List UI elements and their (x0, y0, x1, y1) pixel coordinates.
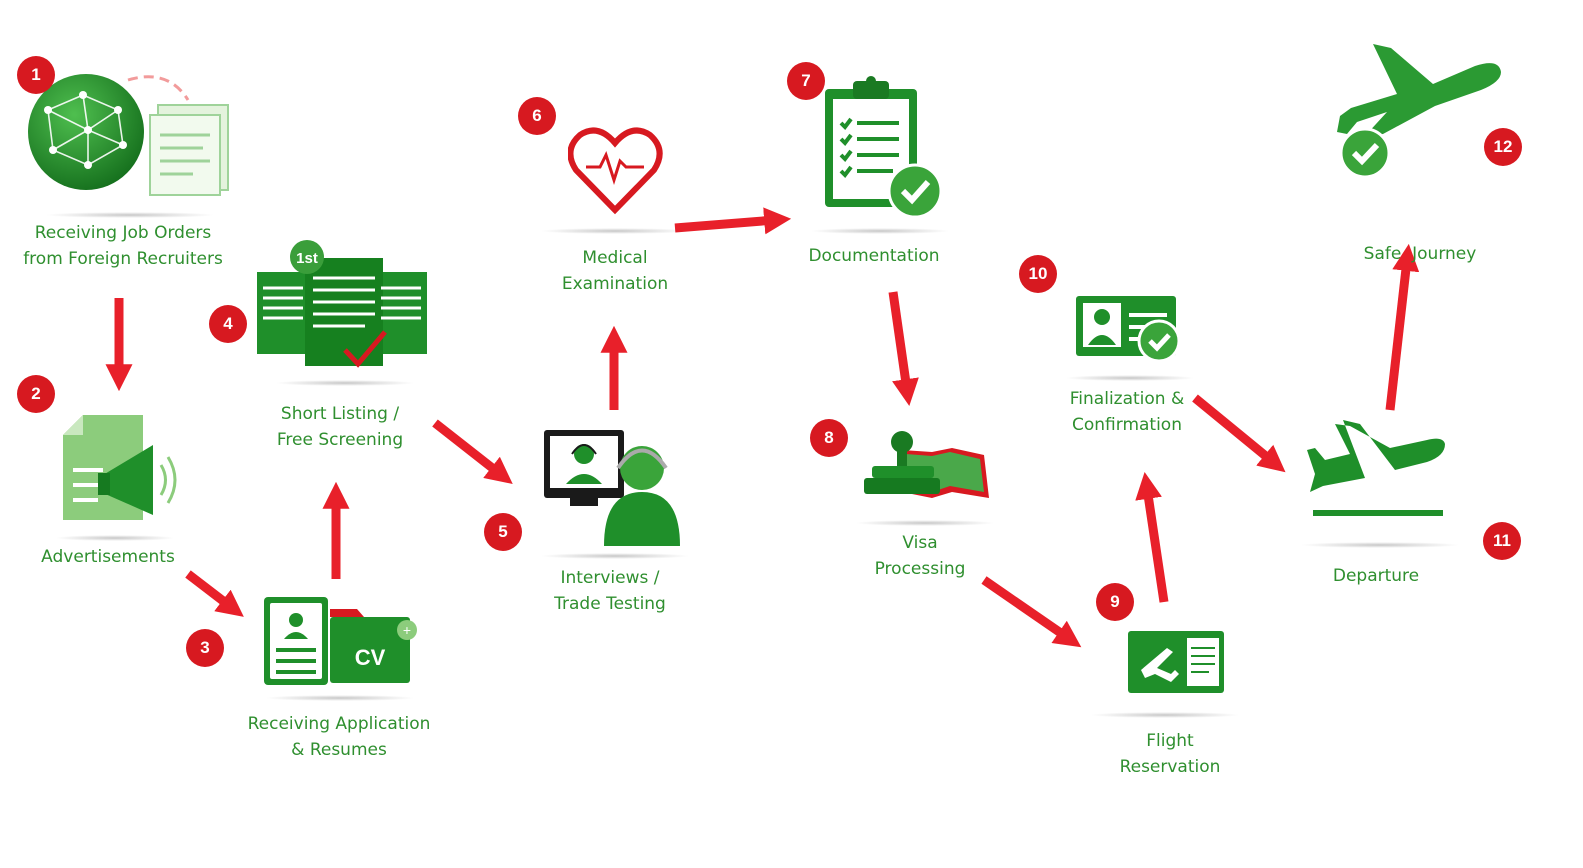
step-label-9: Flight Reservation (1080, 728, 1260, 780)
clipboard-checklist-icon (825, 76, 943, 219)
step-badge-9: 9 (1096, 583, 1134, 621)
icon-shadow (55, 535, 175, 541)
step-label-3: Receiving Application & Resumes (234, 711, 444, 763)
step-label-line: Reservation (1119, 757, 1221, 777)
step-label-line: Safe Journey (1363, 244, 1477, 264)
step-label-line: Trade Testing (554, 594, 666, 614)
icon-shadow (540, 228, 690, 234)
step-label-5: Interviews / Trade Testing (520, 565, 700, 617)
arrow-10-to-11 (1192, 394, 1286, 473)
step-badge-3: 3 (186, 629, 224, 667)
step-badge-5: 5 (484, 513, 522, 551)
arrow-11-to-12 (1385, 243, 1420, 411)
arrow-9-to-10 (1135, 471, 1169, 603)
arrow-2-to-3 (185, 570, 244, 617)
step-label-line: Receiving Application (247, 714, 431, 734)
step-label-8: Visa Processing (830, 530, 1010, 582)
step-badge-2: 2 (17, 375, 55, 413)
icon-shadow (45, 212, 215, 218)
arrow-6-to-7 (674, 207, 792, 235)
step-label-line: Medical (582, 248, 648, 268)
step-label-12: Safe Journey (1330, 189, 1510, 319)
step-badge-11: 11 (1483, 522, 1521, 560)
step-badge-10: 10 (1019, 255, 1057, 293)
step-label-line: Visa (902, 533, 938, 553)
safe-journey-plane-icon (1337, 44, 1501, 178)
step-label-line: & Resumes (291, 740, 387, 760)
step-badge-8: 8 (810, 419, 848, 457)
step-label-line: Examination (561, 274, 669, 294)
heart-pulse-icon (568, 127, 663, 215)
megaphone-document-icon (63, 415, 177, 520)
step-label-line: Finalization & (1069, 389, 1185, 409)
step-label-line: Confirmation (1072, 415, 1182, 435)
icon-shadow (275, 380, 415, 386)
id-card-check-icon (1076, 296, 1181, 363)
icon-shadow (855, 520, 995, 526)
step-label-1: Receiving Job Orders from Foreign Recrui… (13, 220, 233, 272)
icon-shadow (1065, 375, 1195, 381)
step-label-line: Documentation (808, 246, 940, 266)
arrow-7-to-8 (888, 291, 919, 407)
step-label-6: Medical Examination (525, 245, 705, 297)
step-label-10: Finalization & Confirmation (1037, 386, 1217, 438)
icon-shadow (540, 553, 690, 559)
video-interview-icon (544, 430, 680, 546)
step-label-line: Advertisements (41, 547, 175, 567)
globe-network-icon (28, 74, 229, 196)
arrow-4-to-5 (432, 419, 513, 485)
arrow-8-to-9 (981, 576, 1082, 648)
step-badge-7: 7 (787, 62, 825, 100)
step-badge-12: 12 (1484, 128, 1522, 166)
step-label-line: from Foreign Recruiters (23, 249, 223, 269)
step-label-line: Interviews / (560, 568, 660, 588)
step-badge-4: 4 (209, 305, 247, 343)
step-label-4: Short Listing / Free Screening (250, 401, 430, 453)
step-label-7: Documentation (784, 243, 964, 269)
icon-shadow (1300, 542, 1460, 548)
svg-text:+: + (403, 622, 411, 638)
first-place-badge: 1st (296, 250, 318, 267)
icon-shadow (810, 228, 950, 234)
step-label-11: Departure (1286, 563, 1466, 589)
step-label-line: Free Screening (276, 430, 404, 450)
step-label-2: Advertisements (18, 544, 198, 570)
icon-shadow (1090, 712, 1240, 718)
step-label-line: Processing (874, 559, 966, 579)
icon-shadow (265, 695, 415, 701)
step-label-line: Departure (1332, 566, 1420, 586)
step-label-line: Receiving Job Orders (34, 223, 212, 243)
step-badge-6: 6 (518, 97, 556, 135)
visa-stamp-icon (864, 431, 989, 498)
step-label-line: Flight (1146, 731, 1194, 751)
resume-folder-icon: + CV (264, 597, 417, 685)
step-label-line: Short Listing / (280, 404, 400, 424)
svg-text:CV: CV (355, 645, 386, 670)
step-badge-1: 1 (17, 56, 55, 94)
departure-plane-icon (1307, 420, 1445, 516)
boarding-pass-icon (1128, 631, 1224, 693)
shortlist-documents-icon: 1st (257, 240, 427, 368)
